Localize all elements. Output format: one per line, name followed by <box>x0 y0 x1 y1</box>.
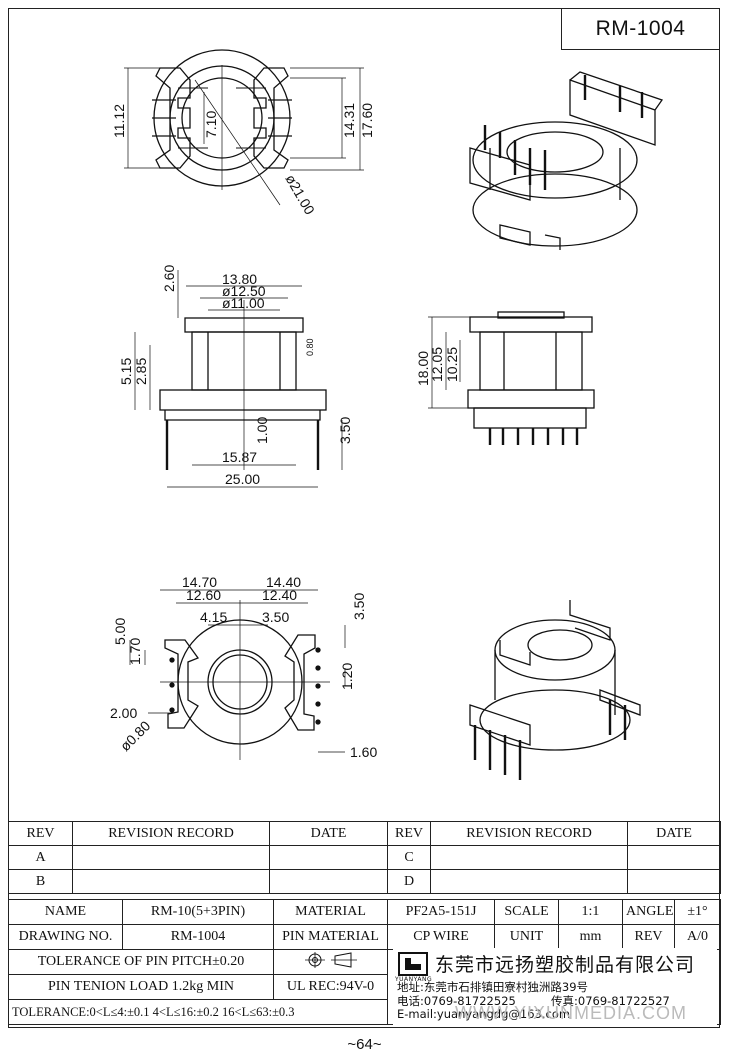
spec-row-drawing: DRAWING NO. RM-1004 PIN MATERIAL CP WIRE… <box>8 924 721 950</box>
spec-row-name: NAME RM-10(5+3PIN) MATERIAL PF2A5-151J S… <box>8 899 721 925</box>
date-cell <box>627 869 721 894</box>
date-header: DATE <box>269 821 388 846</box>
dim-3-50-front: 3.50 <box>337 417 353 444</box>
dim-12-50: ø12.50 <box>222 283 266 299</box>
material-label: MATERIAL <box>273 899 388 925</box>
revision-table: REV REVISION RECORD DATE REV REVISION RE… <box>8 821 721 894</box>
date-cell <box>627 845 721 870</box>
record-cell <box>430 845 628 870</box>
material-value: PF2A5-151J <box>387 899 495 925</box>
company-email: E-mail:yuanyangdg@163.com <box>397 1007 571 1021</box>
rev-cell: C <box>387 845 431 870</box>
dim-3-50-bottom: 3.50 <box>262 609 289 625</box>
ul-rec: UL REC:94V-0 <box>273 974 388 1000</box>
dim-3-50-right: 3.50 <box>351 593 367 620</box>
side-view <box>428 311 595 445</box>
dim-2-60: 2.60 <box>161 265 177 292</box>
bottom-view <box>129 589 346 760</box>
company-block: YUANYANG 东莞市远扬塑胶制品有限公司 地址:东莞市石排镇田寮村独洲路39… <box>393 948 717 1026</box>
isometric-view-bottom <box>469 600 641 780</box>
spec-row-tolerance: TOLERANCE:0<L≤4:±0.1 4<L≤16:±0.2 16<L≤63… <box>8 999 721 1025</box>
dim-7-10: 7.10 <box>203 111 219 138</box>
dim-14-70: 14.70 <box>182 574 217 590</box>
pin-material-label: PIN MATERIAL <box>273 924 388 950</box>
rev-label: REV <box>622 924 675 950</box>
rev-cell: B <box>8 869 73 894</box>
dim-5-00: 5.00 <box>112 618 128 645</box>
dim-17-60: 17.60 <box>359 103 375 138</box>
record-cell <box>430 869 628 894</box>
dim-13-80: 13.80 <box>222 271 257 287</box>
dim-12-60: 12.60 <box>186 587 221 603</box>
scale-label: SCALE <box>494 899 559 925</box>
dim-4-15: 4.15 <box>200 609 227 625</box>
company-address: 地址:东莞市石排镇田寮村独洲路39号 <box>397 980 589 994</box>
dim-11-12: 11.12 <box>111 104 127 138</box>
part-number-title: RM-1004 <box>561 8 720 50</box>
watermark: WWW.YIXUNMEDIA.COM <box>455 1003 687 1023</box>
name-value: RM-10(5+3PIN) <box>122 899 274 925</box>
pin-material-value: CP WIRE <box>387 924 495 950</box>
revision-record-header: REVISION RECORD <box>72 821 270 846</box>
isometric-view-top <box>469 71 664 250</box>
record-cell <box>72 845 270 870</box>
dim-1-60: 1.60 <box>350 744 377 760</box>
company-logo-icon <box>398 952 428 976</box>
drawing-frame <box>8 8 720 1028</box>
angle-label: ANGLE <box>622 899 675 925</box>
rev-header: REV <box>387 821 431 846</box>
revision-record-header: REVISION RECORD <box>430 821 628 846</box>
dim-1-00: 1.00 <box>254 417 270 444</box>
company-phone: 电话:0769-81722525 <box>397 994 516 1008</box>
date-header: DATE <box>627 821 721 846</box>
dim-14-31: 14.31 <box>341 103 357 138</box>
dim-5-15: 5.15 <box>118 358 134 385</box>
drawing-no-label: DRAWING NO. <box>8 924 123 950</box>
dim-12-40: 12.40 <box>262 587 297 603</box>
front-view <box>134 270 343 488</box>
dim-11-00: ø11.00 <box>222 295 265 311</box>
pin-pitch-tolerance: TOLERANCE OF PIN PITCH±0.20 <box>8 949 274 975</box>
dim-1-70: 1.70 <box>127 638 143 665</box>
company-logo-text: YUANYANG <box>395 976 433 983</box>
dim-1-20: 1.20 <box>339 663 355 690</box>
dim-14-40: 14.40 <box>266 574 301 590</box>
projection-symbol-cell <box>273 949 388 975</box>
name-label: NAME <box>8 899 123 925</box>
dim-0-80: 0.80 <box>305 338 315 356</box>
rev-value: A/0 <box>674 924 721 950</box>
rev-header: REV <box>8 821 73 846</box>
company-name: 东莞市远扬塑胶制品有限公司 <box>435 954 696 976</box>
dim-12-05: 12.05 <box>429 347 445 382</box>
tolerance: TOLERANCE:0<L≤4:±0.1 4<L≤16:±0.2 16<L≤63… <box>8 999 388 1025</box>
page-number: ~64~ <box>347 1036 382 1053</box>
top-view <box>124 49 364 206</box>
date-cell <box>269 869 388 894</box>
drawing-no-value: RM-1004 <box>122 924 274 950</box>
unit-label: UNIT <box>494 924 559 950</box>
record-cell <box>72 869 270 894</box>
pin-tension: PIN TENION LOAD 1.2kg MIN <box>8 974 274 1000</box>
dim-0-80-pin: ø0.80 <box>117 717 154 754</box>
projection-symbol-icon <box>304 951 357 968</box>
unit-value: mm <box>558 924 623 950</box>
rev-cell: A <box>8 845 73 870</box>
dim-2-85: 2.85 <box>133 358 149 385</box>
rev-cell: D <box>387 869 431 894</box>
scale-value: 1:1 <box>558 899 623 925</box>
company-fax: 传真:0769-81722527 <box>551 994 670 1008</box>
revision-header-row: REV REVISION RECORD DATE REV REVISION RE… <box>8 821 721 846</box>
date-cell <box>269 845 388 870</box>
dim-18-00: 18.00 <box>415 351 431 386</box>
angle-value: ±1° <box>674 899 721 925</box>
dim-21-00: ø21.00 <box>282 172 318 218</box>
dim-10-25: 10.25 <box>444 347 460 382</box>
table-row: B D <box>8 869 721 894</box>
dim-25-00: 25.00 <box>225 471 260 487</box>
dim-15-87: 15.87 <box>222 449 257 465</box>
table-row: A C <box>8 845 721 870</box>
dim-2-00: 2.00 <box>110 705 137 721</box>
